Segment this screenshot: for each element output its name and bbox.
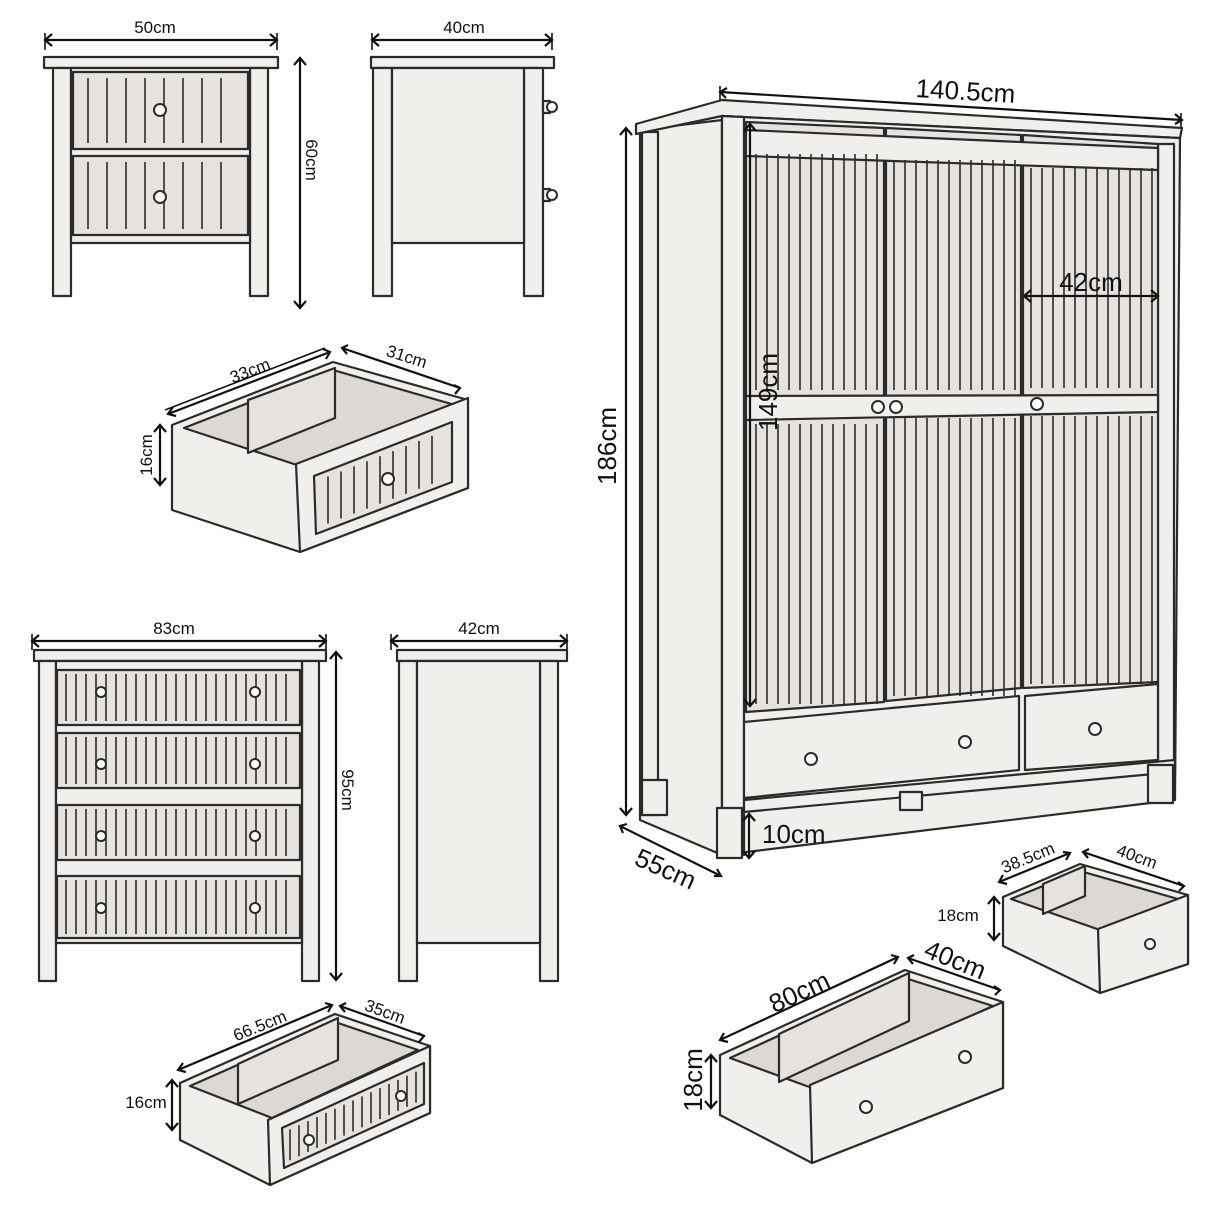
wardrobe-view: 140.5cm 186cm — [592, 73, 1184, 895]
large-drawer-view: 80cm 40cm 18cm — [678, 934, 1005, 1165]
nightstand-depth-label: 40cm — [443, 18, 485, 37]
large-drawer-height-label: 18cm — [678, 1048, 708, 1112]
dr-drawer-height-label: 16cm — [125, 1093, 167, 1112]
nightstand-height-label: 60cm — [302, 139, 321, 181]
nightstand-side-view: 40cm — [369, 18, 558, 298]
dresser-depth-label: 42cm — [458, 619, 500, 638]
wardrobe-door-height-label: 149cm — [753, 353, 783, 431]
nightstand-width-label: 50cm — [134, 18, 176, 37]
small-drawer-height-label: 18cm — [937, 906, 979, 925]
wardrobe-width-label: 140.5cm — [915, 73, 1016, 109]
small-drawer-depth-label: 40cm — [1114, 841, 1160, 873]
dresser-drawer-view: 66.5cm 35cm 16cm — [125, 996, 432, 1187]
ns-drawer-depth-label: 31cm — [384, 341, 429, 372]
dresser-front-view: 83cm 95cm — [30, 619, 357, 983]
small-drawer-width-label: 38.5cm — [999, 839, 1058, 878]
dresser-width-label: 83cm — [153, 619, 195, 638]
nightstand-drawer-view: 33cm 31cm 16cm — [137, 341, 470, 554]
wardrobe-height-label: 186cm — [592, 407, 622, 485]
wardrobe-leg-height-label: 10cm — [762, 819, 826, 849]
small-drawer-view: 38.5cm 40cm 18cm — [937, 839, 1190, 995]
dresser-height-label: 95cm — [338, 769, 357, 811]
dresser-side-view: 42cm — [389, 619, 569, 983]
wardrobe-depth-label: 55cm — [631, 842, 701, 895]
wardrobe-door-width-label: 42cm — [1059, 267, 1123, 297]
nightstand-front-view: 50cm 60cm — [42, 18, 321, 310]
ns-drawer-height-label: 16cm — [137, 434, 156, 476]
